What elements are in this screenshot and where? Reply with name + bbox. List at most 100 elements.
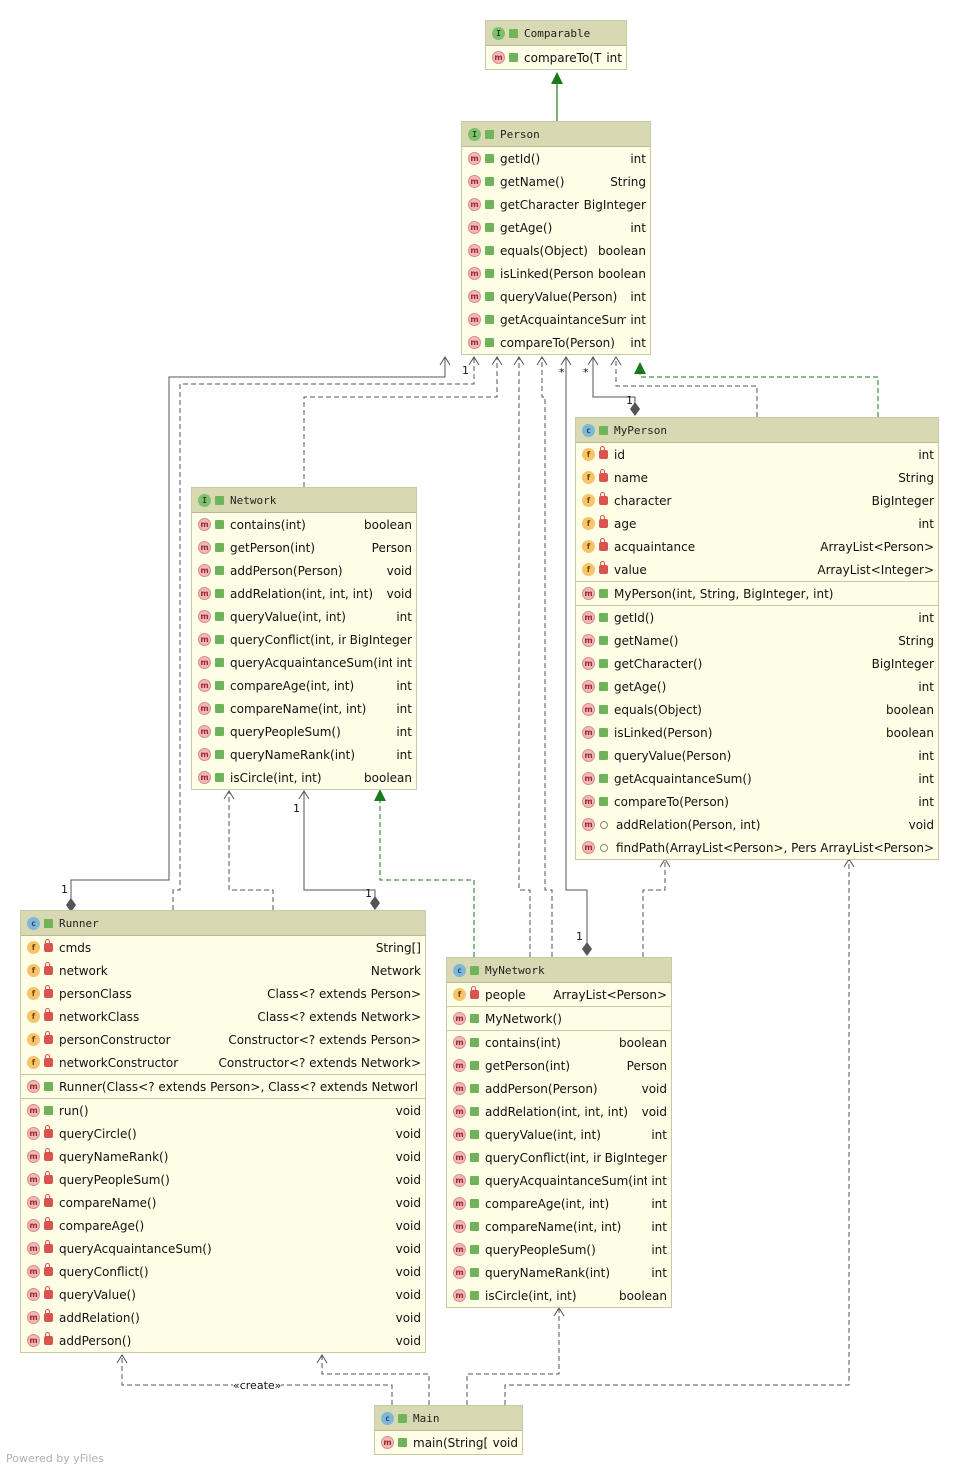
member-type: int: [630, 312, 646, 327]
member-name: networkConstructor: [59, 1055, 179, 1070]
interface-icon: I: [198, 493, 211, 507]
method-icon: m: [582, 634, 595, 647]
method-icon: m: [453, 1059, 466, 1072]
member-type: int: [630, 220, 646, 235]
method-icon: m: [27, 1150, 40, 1163]
main-class-icon: c: [381, 1411, 394, 1425]
private-lock-icon: [44, 1031, 53, 1044]
member-type: BigInteger: [583, 197, 646, 212]
public-icon: [599, 613, 608, 622]
method-icon: m: [198, 725, 211, 738]
